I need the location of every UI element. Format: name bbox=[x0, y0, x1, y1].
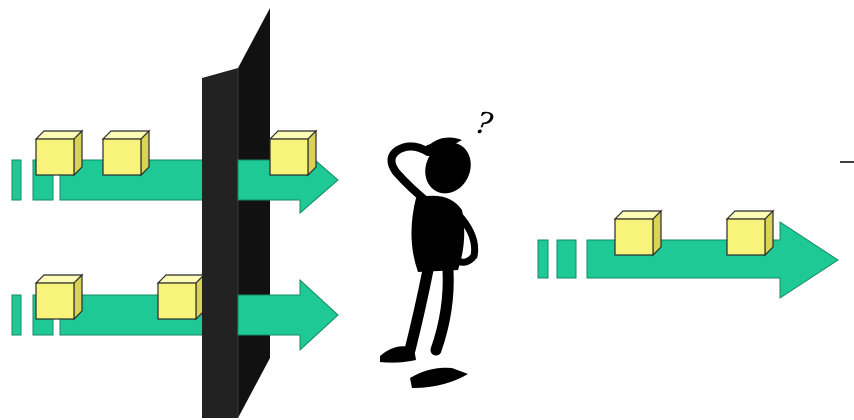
incoming-stream-bottom bbox=[12, 275, 210, 335]
stream-tail-bar bbox=[12, 160, 21, 200]
left-leg bbox=[410, 270, 428, 350]
stream-tail-bar bbox=[12, 295, 21, 335]
right-leg bbox=[436, 270, 448, 350]
data-packet bbox=[270, 131, 316, 175]
data-packet bbox=[36, 275, 82, 319]
data-packet bbox=[158, 275, 204, 319]
wall-side-face bbox=[238, 8, 270, 418]
data-packet bbox=[727, 211, 773, 255]
wall-barrier bbox=[202, 8, 270, 418]
wall-front-face bbox=[202, 68, 238, 418]
merged-output-stream bbox=[538, 211, 838, 298]
stream-tail-bar bbox=[538, 240, 548, 278]
data-packet bbox=[103, 131, 149, 175]
incoming-stream-top bbox=[12, 131, 210, 200]
left-arm bbox=[391, 146, 430, 204]
stream-tail-bar bbox=[557, 240, 576, 278]
data-packet bbox=[615, 211, 661, 255]
question-mark: ? bbox=[472, 105, 496, 143]
confused-person-figure: ? bbox=[380, 105, 496, 388]
left-shoe bbox=[380, 346, 416, 362]
left-hand bbox=[424, 144, 440, 156]
right-shoe bbox=[410, 368, 468, 388]
data-packet bbox=[36, 131, 82, 175]
